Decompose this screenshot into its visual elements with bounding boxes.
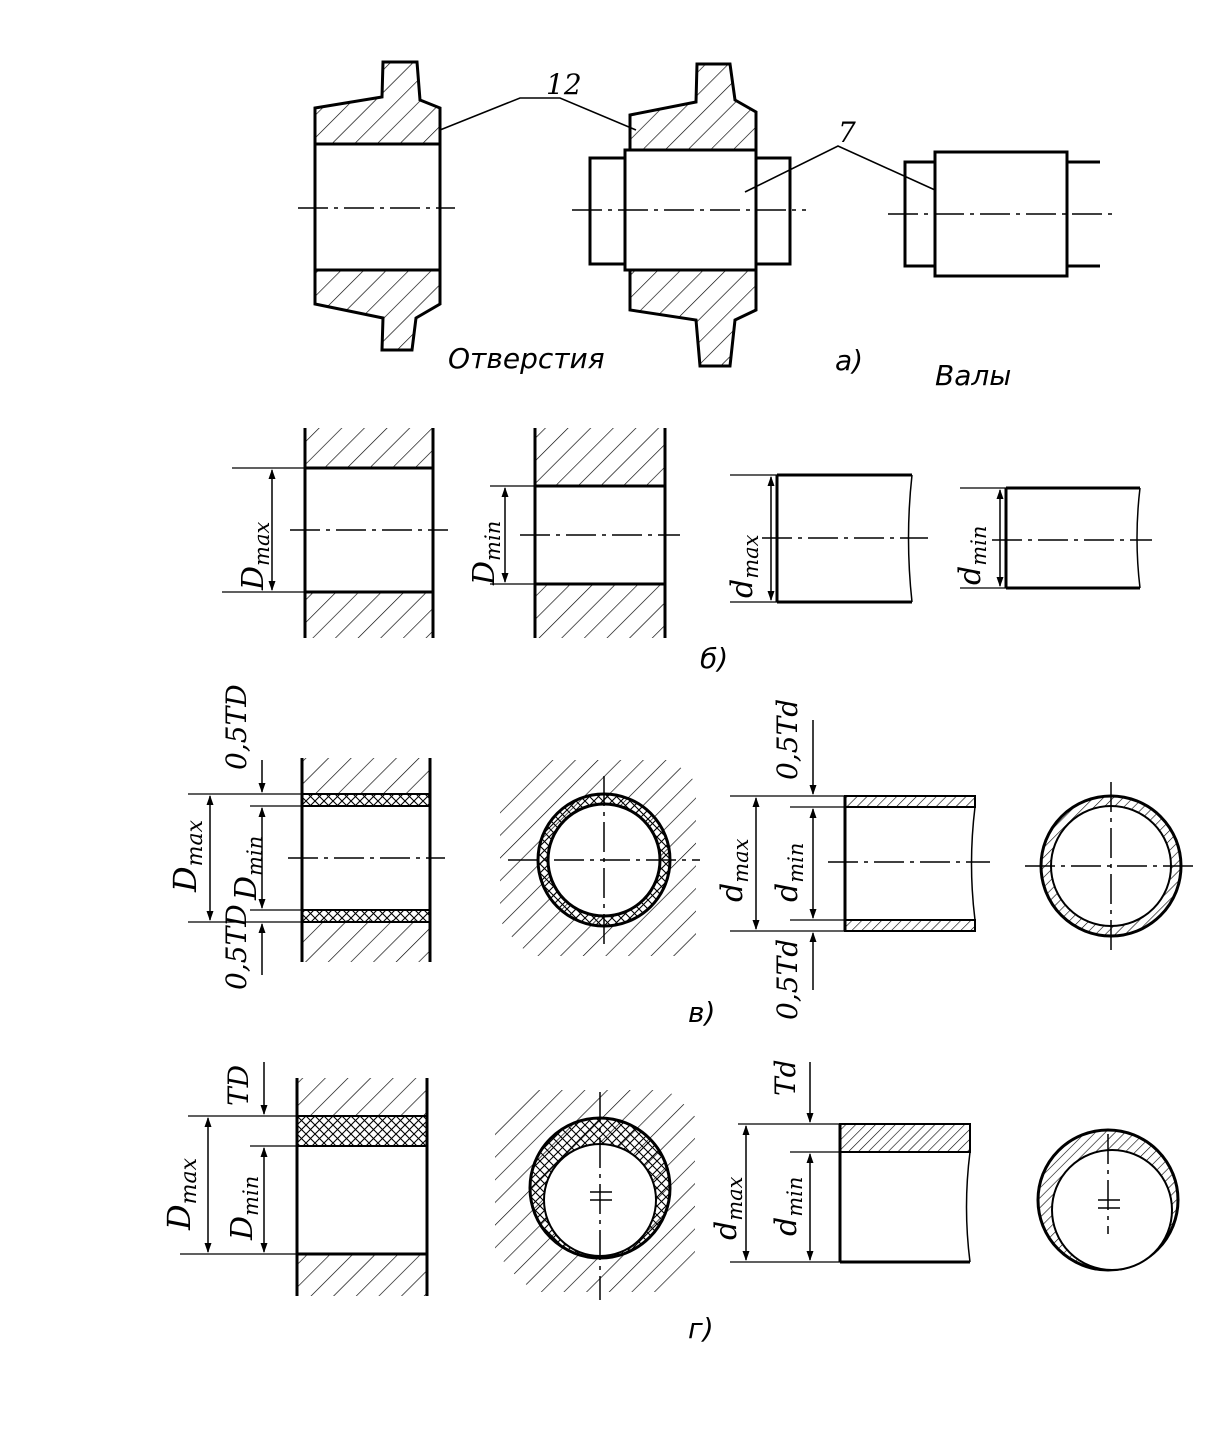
section-v xyxy=(188,720,1198,990)
label-halfTD-top: 0,5TD xyxy=(220,684,253,770)
section-a xyxy=(298,60,1118,368)
label-halfTD-bottom: 0,5TD xyxy=(220,904,253,990)
label-Dmin-v: Dmin xyxy=(229,836,267,901)
label-dmin-b: dmin xyxy=(953,526,991,585)
caption-g: г) xyxy=(688,1312,714,1345)
label-halfTd-bottom: 0,5Td xyxy=(771,939,804,1020)
label-TD: TD xyxy=(222,1065,255,1106)
label-Td: Td xyxy=(769,1059,802,1096)
flange-part-left xyxy=(298,60,455,352)
label-Dmax-v: Dmax xyxy=(166,819,208,893)
caption-b: б) xyxy=(700,642,728,675)
label-dmax-v: dmax xyxy=(715,838,753,902)
caption-holes: Отверстия xyxy=(448,342,605,375)
label-dmin-v: dmin xyxy=(770,843,808,902)
label-dmax-b: dmax xyxy=(725,534,763,598)
label-dmax-g: dmax xyxy=(709,1176,747,1240)
callout-12: 12 xyxy=(546,68,582,101)
shaft-right xyxy=(888,150,1118,278)
label-Dmin-g: Dmin xyxy=(225,1176,263,1241)
label-dmin-g: dmin xyxy=(769,1177,807,1236)
label-halfTd-top: 0,5Td xyxy=(771,699,804,780)
caption-shafts: Валы xyxy=(935,359,1011,392)
section-b xyxy=(222,428,1152,638)
callout-7: 7 xyxy=(838,116,856,149)
leader-lines xyxy=(439,97,936,193)
label-Dmax-b: Dmax xyxy=(236,522,274,591)
caption-a: а) xyxy=(835,344,863,377)
section-g xyxy=(180,1062,1180,1300)
label-Dmin-b: Dmin xyxy=(467,521,505,586)
caption-v: в) xyxy=(688,996,715,1029)
assembly-middle xyxy=(572,62,806,368)
label-Dmax-g: Dmax xyxy=(160,1157,202,1231)
